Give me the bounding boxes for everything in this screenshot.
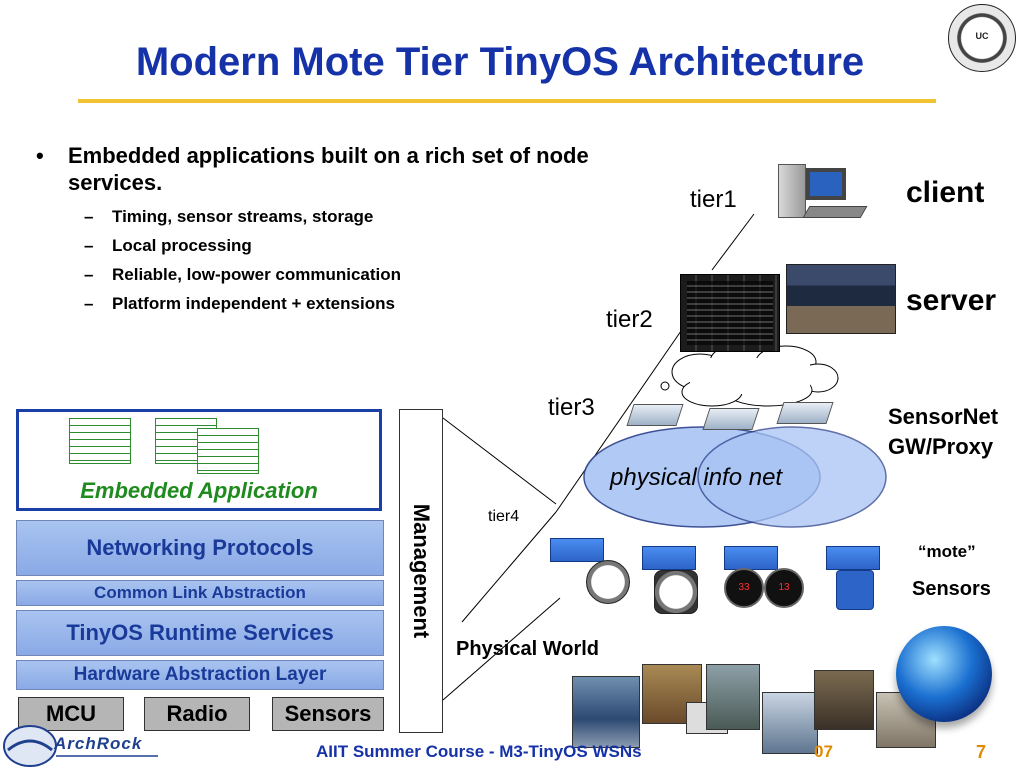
mote-node-icon — [642, 546, 696, 570]
tier2-label: tier2 — [606, 306, 653, 333]
plant-photo — [706, 664, 760, 730]
tier4-label: tier4 — [488, 508, 520, 525]
document-icon — [197, 428, 259, 474]
embedded-application-box — [16, 409, 382, 511]
bullet-main: Embedded applications built on a rich se… — [36, 142, 596, 196]
keyboard-icon — [802, 206, 868, 218]
server-label: server — [906, 284, 997, 317]
control-room-photo — [786, 264, 896, 334]
tier1-label: tier1 — [690, 186, 737, 213]
accelerometer-icon — [836, 570, 874, 610]
medical-photo — [762, 692, 818, 754]
sub-bullet-list: Timing, sensor streams, storage Local pr… — [84, 202, 596, 318]
sub-bullet: Platform independent + extensions — [84, 289, 596, 318]
stack-to-net-line — [442, 417, 557, 505]
mote-label: “mote” — [918, 542, 976, 561]
tier1-link-line — [711, 213, 755, 271]
mote-node-icon — [826, 546, 880, 570]
temperature-readout-icon: 13 — [764, 568, 804, 608]
gateway-label: SensorNet GW/Proxy — [888, 404, 999, 459]
logo-text: ArchRock — [54, 734, 143, 753]
physical-info-net-label: physical info net — [610, 464, 783, 491]
document-icon — [69, 418, 131, 464]
page-number: 7 — [976, 742, 987, 762]
desktop-tower-icon — [778, 164, 806, 218]
tier4-link-line — [461, 511, 557, 623]
sensors-block: Sensors — [272, 697, 384, 731]
tier3-label: tier3 — [548, 394, 595, 421]
sensors-label: Sensors — [912, 578, 991, 600]
gateway-device-icon — [702, 408, 760, 430]
slide-title: Modern Mote Tier TinyOS Architecture — [135, 40, 865, 84]
pressure-sensor-icon — [654, 570, 698, 614]
antenna-icon — [660, 381, 670, 391]
footer-course: AIIT Summer Course - M3-TinyOS WSNs — [316, 742, 642, 761]
hardware-abstraction-layer: Hardware Abstraction Layer — [16, 660, 384, 690]
university-seal-icon: UC — [948, 4, 1016, 72]
sub-bullet: Reliable, low-power communication — [84, 260, 596, 289]
bullet-list: Embedded applications built on a rich se… — [36, 142, 596, 318]
worker-photo — [572, 676, 640, 748]
gateway-device-icon — [776, 402, 834, 424]
networking-protocols-layer: Networking Protocols — [16, 520, 384, 576]
client-label: client — [906, 176, 985, 209]
runtime-services-layer: TinyOS Runtime Services — [16, 610, 384, 656]
embedded-application-label: Embedded Application — [80, 478, 318, 503]
pressure-gauge-icon — [586, 560, 630, 604]
mote-node-icon — [550, 538, 604, 562]
title-underline — [78, 99, 936, 103]
sub-bullet: Local processing — [84, 231, 596, 260]
mcu-block: MCU — [18, 697, 124, 731]
radio-block: Radio — [144, 697, 250, 731]
server-rack-icon — [680, 274, 780, 352]
seal-text: UC — [975, 31, 989, 41]
management-bar: Management — [399, 409, 443, 733]
physical-world-label: Physical World — [456, 638, 600, 660]
mote-node-icon — [724, 546, 778, 570]
management-label: Management — [409, 503, 434, 639]
globe-icon — [896, 626, 992, 722]
stack-to-world-line — [442, 597, 561, 701]
temperature-readout-icon: 33 — [724, 568, 764, 608]
sub-bullet: Timing, sensor streams, storage — [84, 202, 596, 231]
footer-year: 07 — [814, 742, 833, 761]
common-link-layer: Common Link Abstraction — [16, 580, 384, 606]
tier2-tier3-link-line — [555, 317, 691, 513]
physical-net-ellipse-right — [697, 426, 887, 528]
gateway-device-icon — [626, 404, 684, 426]
warehouse-photo — [814, 670, 874, 730]
monitor-icon — [806, 168, 846, 200]
archrock-logo-icon — [3, 725, 158, 767]
